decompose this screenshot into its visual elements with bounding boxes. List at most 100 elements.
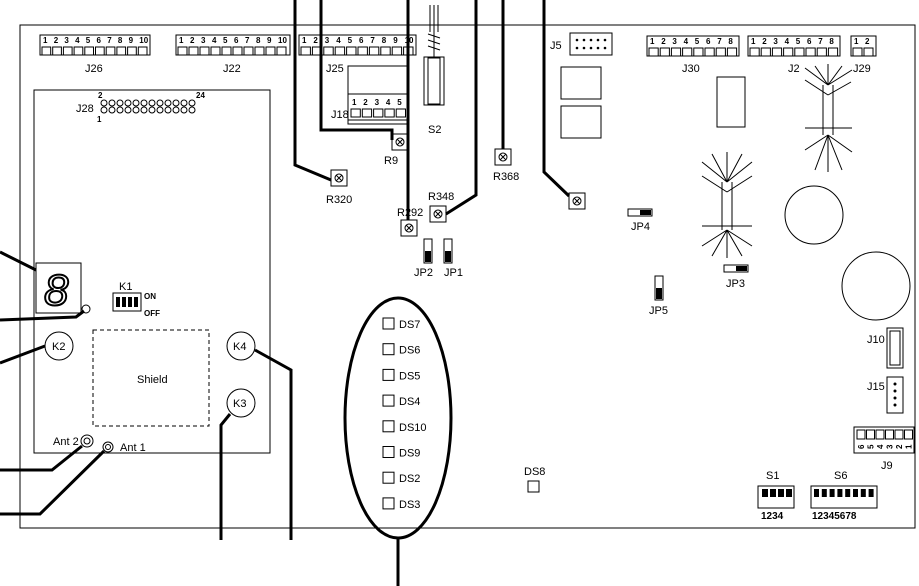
header-pin: [188, 99, 196, 107]
header-pin: [582, 46, 586, 50]
led-label: DS2: [399, 473, 420, 485]
terminal: [243, 46, 254, 56]
terminal: [794, 47, 805, 57]
terminal: [188, 46, 199, 56]
switch-label: K1: [119, 281, 132, 293]
pin-number: 1: [302, 36, 307, 45]
terminal: [346, 46, 357, 56]
dip-pins: 12345678: [812, 511, 857, 522]
board-outline: [19, 24, 916, 529]
pin-number: 7: [717, 37, 722, 46]
potentiometer-r368: R368: [493, 148, 519, 183]
jumper-jp1: JP1: [443, 238, 463, 279]
led: [382, 343, 395, 356]
pin-label: 2: [98, 91, 103, 100]
header-pin: [124, 99, 132, 107]
button-k2: K2: [44, 331, 74, 361]
connector-label: J18: [331, 109, 349, 121]
pin-number: 5: [695, 37, 700, 46]
terminal: [334, 46, 346, 56]
terminal: [648, 47, 659, 57]
pin-number: 5: [796, 37, 801, 46]
led: [382, 368, 395, 381]
pot-label: R368: [493, 171, 519, 183]
led-label: DS6: [399, 345, 420, 357]
led: [382, 420, 395, 433]
pin-number: 1: [43, 36, 48, 45]
terminal: [726, 47, 738, 57]
terminal: [693, 47, 704, 57]
header-pin: [132, 99, 140, 107]
relay: [560, 105, 602, 139]
pin-number: 1: [650, 37, 655, 46]
terminal: [816, 47, 827, 57]
pin-number: 10: [278, 36, 287, 45]
terminal: [395, 108, 407, 118]
callout-line: [0, 444, 83, 472]
antenna-ant1: Ant 1: [102, 441, 146, 454]
potentiometer-r348: R348: [428, 191, 454, 223]
dip-switch-k1: K1 ON OFF: [112, 281, 160, 318]
terminal: [380, 46, 391, 56]
header-pin: [582, 38, 586, 42]
pin-number: 10: [139, 36, 148, 45]
header-pin: [575, 38, 579, 42]
terminal: [357, 46, 368, 56]
heatsink: [701, 152, 753, 258]
pin-number: 9: [393, 36, 398, 45]
module-j28: J28 2 24 1: [33, 89, 271, 454]
connector-label: J9: [881, 460, 893, 472]
pin-number: 5: [348, 36, 353, 45]
pin-number: 5: [86, 36, 91, 45]
callout-line: [319, 0, 394, 140]
led: [382, 497, 395, 510]
pin-number: 2: [661, 37, 666, 46]
header-pin: [108, 106, 116, 114]
header-pin: [140, 99, 148, 107]
terminal: [199, 46, 210, 56]
pin-number: 2: [895, 444, 904, 449]
connector-j15: J15: [867, 376, 904, 414]
dip-switch-s6: S6 12345678: [810, 470, 878, 522]
pin-number: 2: [865, 37, 870, 46]
terminal: [384, 108, 395, 118]
dip-key: [853, 489, 858, 497]
terminal: [232, 46, 243, 56]
dip-key: [814, 489, 819, 497]
pot-label: R320: [326, 194, 352, 206]
header-pin: [148, 99, 156, 107]
pot-label: R9: [384, 155, 398, 167]
header-pin: [180, 99, 188, 107]
pin-number: 4: [876, 444, 885, 449]
pot-label: R348: [428, 191, 454, 203]
terminal: [852, 47, 863, 57]
pin-number: 5: [397, 98, 402, 107]
led-label: DS8: [524, 466, 545, 478]
connector-label: J30: [682, 63, 700, 75]
terminal: [885, 429, 894, 440]
header-pin: [188, 106, 196, 114]
header-pin: [172, 99, 180, 107]
pin-number: 8: [118, 36, 123, 45]
led: [382, 317, 395, 330]
on-label: ON: [144, 292, 156, 301]
pin-number: 1: [179, 36, 184, 45]
led-label: DS10: [399, 422, 427, 434]
callout-line: [445, 0, 478, 216]
pin-label: 24: [196, 91, 205, 100]
connector-j5: J5: [550, 32, 613, 56]
header-pin: [100, 99, 108, 107]
header-pin: [589, 46, 593, 50]
terminal: [221, 46, 232, 56]
connector-label: J25: [326, 63, 344, 75]
pin-number: 7: [107, 36, 112, 45]
header-pin: [603, 38, 607, 42]
pin-number: 8: [829, 37, 834, 46]
dip-key: [821, 489, 827, 497]
pin-number: 7: [818, 37, 823, 46]
connector-label: J5: [550, 40, 562, 52]
dip-key: [829, 489, 835, 497]
